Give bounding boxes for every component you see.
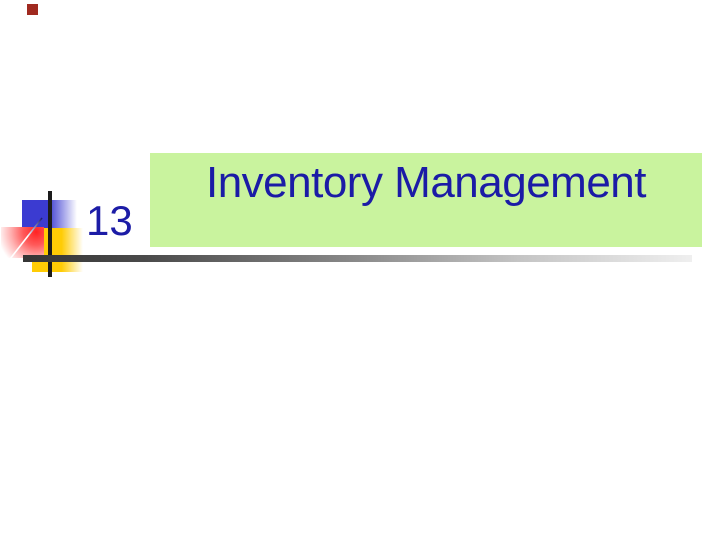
slide-title: Inventory Management — [205, 158, 647, 207]
title-banner: Inventory Management — [150, 153, 702, 247]
vertical-accent-line — [48, 191, 52, 277]
title-divider-line — [23, 255, 692, 262]
chapter-number: 13 — [86, 197, 133, 244]
diagonal-line-icon — [9, 217, 43, 260]
red-corner-mark-icon — [27, 4, 38, 15]
